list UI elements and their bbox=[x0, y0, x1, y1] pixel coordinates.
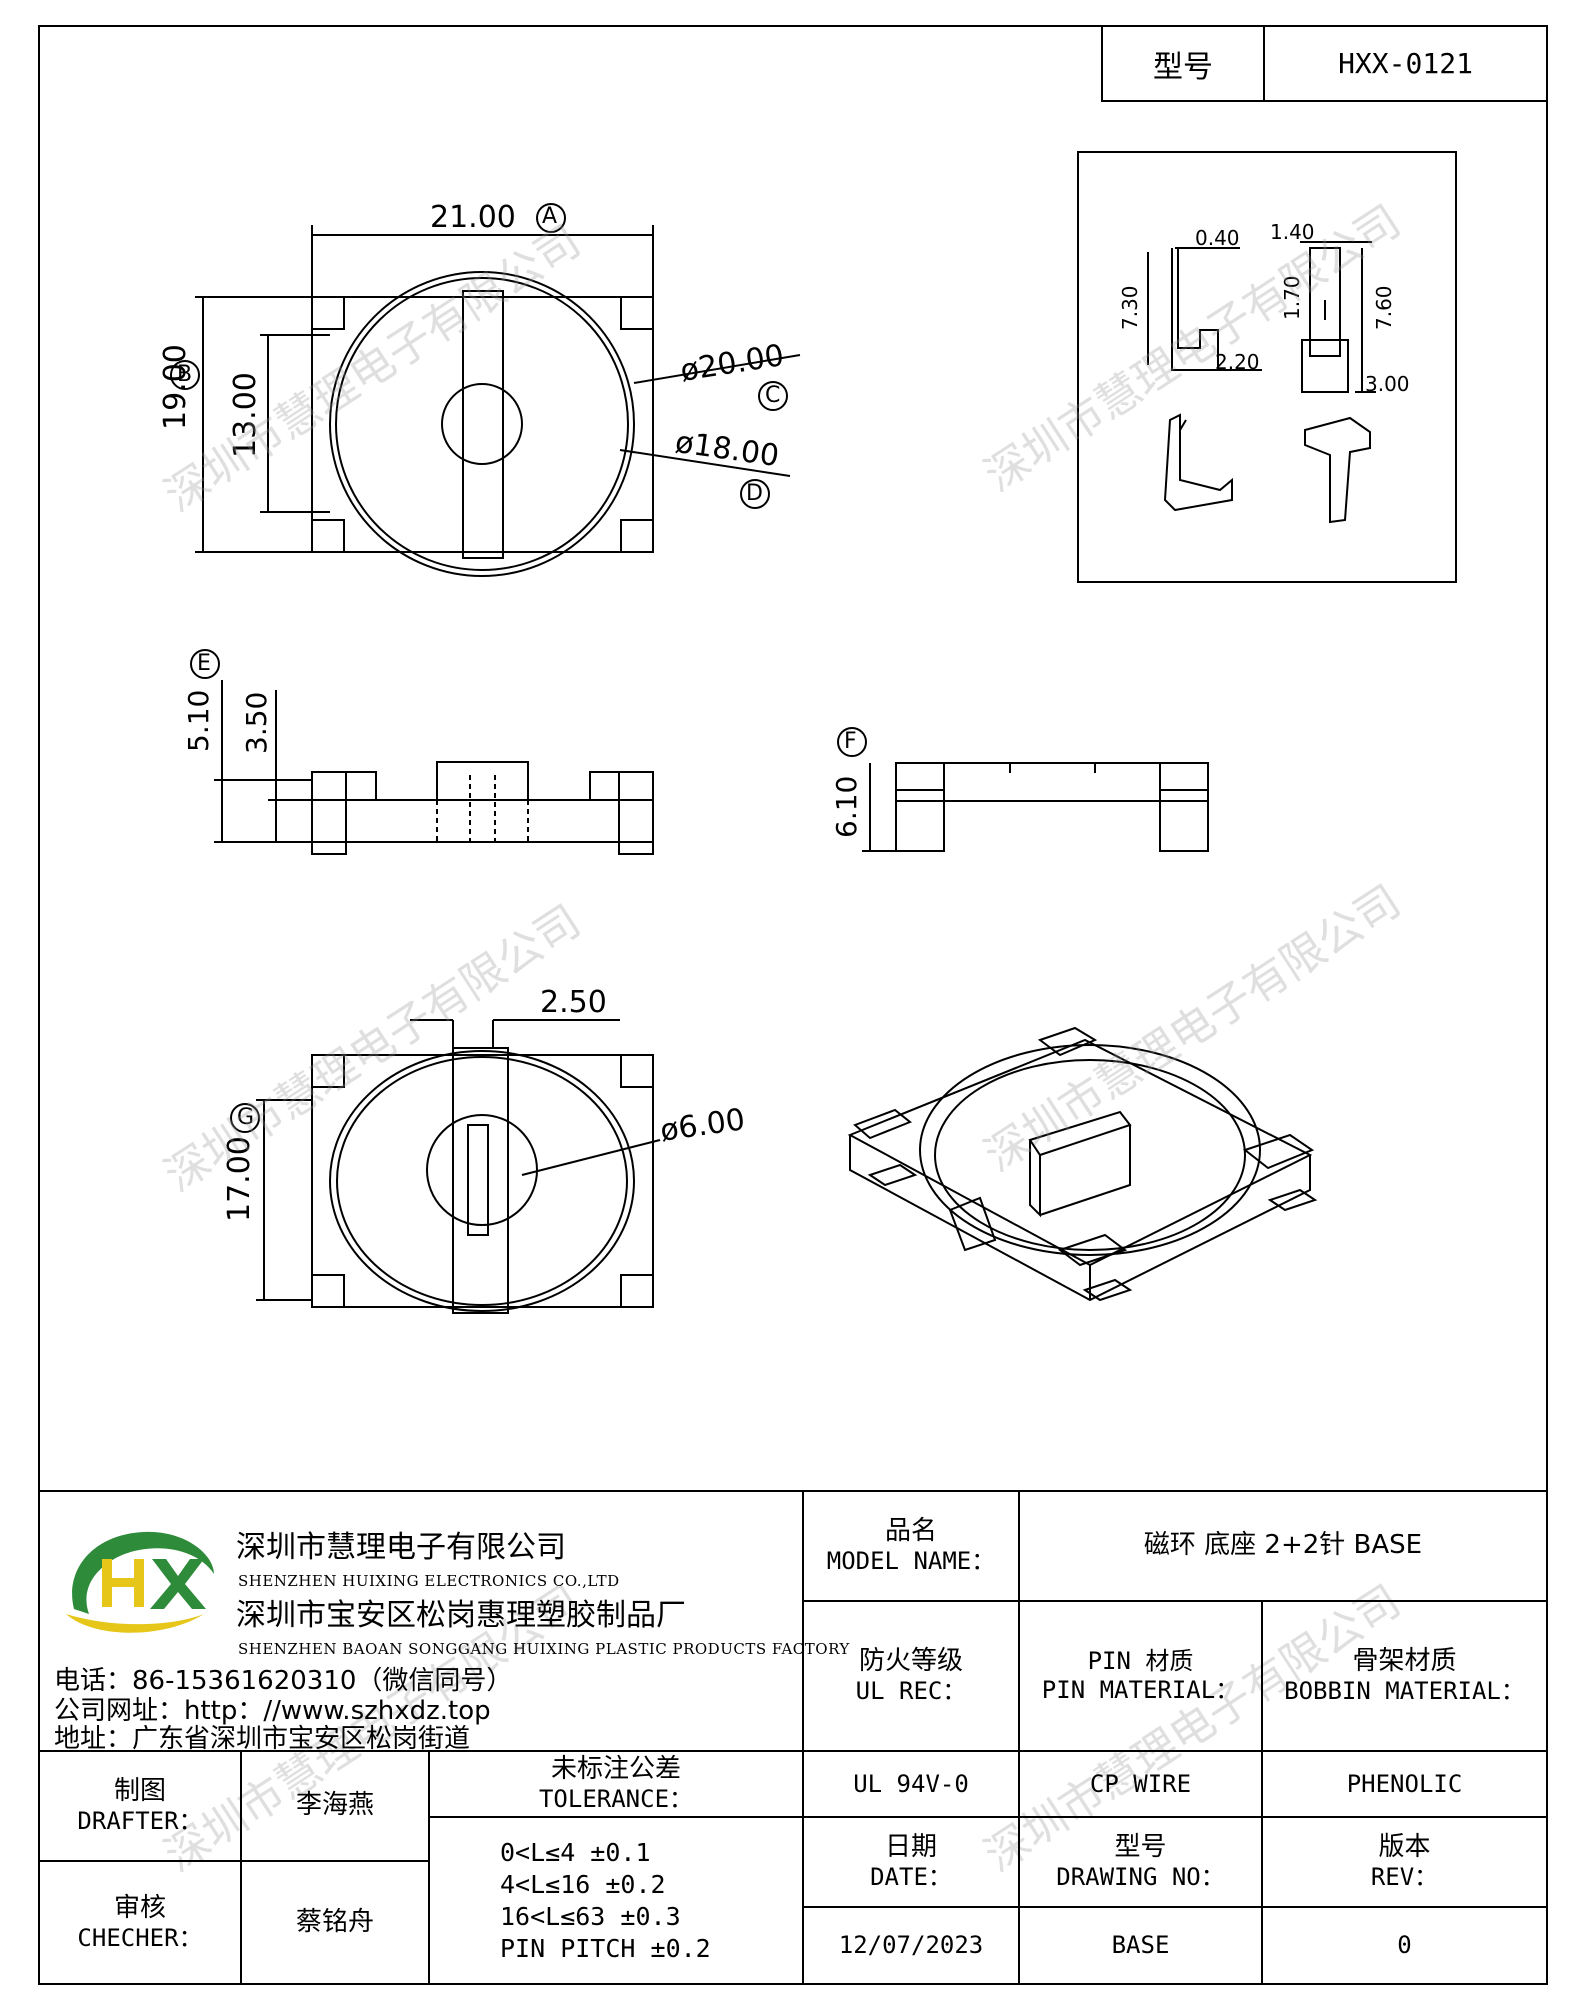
model-name-label-cell: 品名 MODEL NAME： bbox=[802, 1490, 1020, 1602]
label-g: G bbox=[237, 1105, 255, 1130]
model-name-label-en: MODEL NAME： bbox=[826, 1547, 996, 1576]
label-c: C bbox=[765, 383, 781, 408]
drawing-no-label-en: DRAWING NO： bbox=[1056, 1863, 1225, 1892]
checker-label-en: CHECHER： bbox=[77, 1923, 203, 1952]
drafter-name: 李海燕 bbox=[295, 1790, 374, 1821]
date-value: 12/07/2023 bbox=[838, 1931, 984, 1960]
side-view bbox=[837, 727, 1209, 852]
drafter-label-cn: 制图 bbox=[113, 1776, 166, 1806]
bobbin-material-label-en: BOBBIN MATERIAL： bbox=[1284, 1677, 1525, 1706]
checker-name: 蔡铭舟 bbox=[295, 1906, 374, 1937]
pin-dim-040: 0.40 bbox=[1195, 226, 1240, 250]
front-view bbox=[190, 649, 654, 855]
model-number-box: 型号 HXX-0121 bbox=[1101, 25, 1548, 102]
model-name-value: 磁环 底座 2+2针 BASE bbox=[1143, 1530, 1423, 1561]
ul-label-cell: 防火等级 UL REC： bbox=[802, 1600, 1020, 1752]
tolerance-row: PIN PITCH ±0.2 bbox=[500, 1933, 711, 1963]
tolerance-row: 0<L≤4 ±0.1 bbox=[500, 1837, 651, 1867]
model-name-label-cn: 品名 bbox=[884, 1516, 937, 1546]
checker-label-cell: 审核 CHECHER： bbox=[38, 1860, 242, 1985]
tolerance-table: 0<L≤4 ±0.1 4<L≤16 ±0.2 16<L≤63 ±0.3 PIN … bbox=[428, 1816, 804, 1985]
isometric-view bbox=[847, 1026, 1318, 1302]
label-e: E bbox=[197, 651, 211, 676]
drawing-no-label-cn: 型号 bbox=[1114, 1832, 1167, 1862]
ul-value: UL 94V-0 bbox=[853, 1769, 969, 1798]
dim-side-350: 3.50 bbox=[240, 691, 273, 754]
pin-dim-730: 7.30 bbox=[1118, 285, 1142, 330]
dim-side-510: 5.10 bbox=[182, 689, 215, 752]
company-name-en: SHENZHEN HUIXING ELECTRONICS CO.,LTD bbox=[238, 1572, 620, 1590]
company-phone: 电话：86-15361620310（微信同号） bbox=[54, 1666, 513, 1696]
dim-height-b: 19.00 bbox=[158, 344, 193, 430]
tolerance-label-cell: 未标注公差 TOLERANCE： bbox=[428, 1750, 804, 1818]
pin-material-label-cell: PIN 材质 PIN MATERIAL： bbox=[1018, 1600, 1263, 1752]
label-b: B bbox=[177, 362, 193, 387]
model-value: HXX-0121 bbox=[1338, 47, 1473, 80]
tolerance-row: 16<L≤63 ±0.3 bbox=[500, 1901, 681, 1931]
title-block: 深圳市慧理电子有限公司 SHENZHEN HUIXING ELECTRONICS… bbox=[38, 1490, 1548, 1985]
rev-label-cell: 版本 REV： bbox=[1261, 1816, 1548, 1908]
tolerance-label-cn: 未标注公差 bbox=[550, 1754, 681, 1784]
drafter-name-cell: 李海燕 bbox=[240, 1750, 430, 1862]
bobbin-material-label-cell: 骨架材质 BOBBIN MATERIAL： bbox=[1261, 1600, 1548, 1752]
pin-dim-300: 3.00 bbox=[1365, 372, 1410, 396]
date-value-cell: 12/07/2023 bbox=[802, 1906, 1020, 1985]
label-f: F bbox=[844, 729, 857, 754]
company-info: 深圳市慧理电子有限公司 SHENZHEN HUIXING ELECTRONICS… bbox=[38, 1490, 849, 1754]
dim-top-250: 2.50 bbox=[540, 985, 607, 1020]
pin-detail bbox=[1077, 151, 1457, 583]
label-a: A bbox=[542, 204, 558, 229]
drawing-no-label-cell: 型号 DRAWING NO： bbox=[1018, 1816, 1263, 1908]
rev-label-cn: 版本 bbox=[1378, 1832, 1431, 1862]
company-logo bbox=[66, 1531, 214, 1633]
bottom-view bbox=[230, 1019, 661, 1314]
rev-value-cell: 0 bbox=[1261, 1906, 1548, 1985]
label-d: D bbox=[746, 481, 763, 506]
ul-value-cell: UL 94V-0 bbox=[802, 1750, 1020, 1818]
dim-width-a: 21.00 bbox=[430, 200, 516, 235]
model-name-value-cell: 磁环 底座 2+2针 BASE bbox=[1018, 1490, 1548, 1602]
ul-label-en: UL REC： bbox=[855, 1677, 967, 1706]
tolerance-row: 4<L≤16 ±0.2 bbox=[500, 1869, 666, 1899]
rev-label-en: REV： bbox=[1370, 1863, 1439, 1892]
factory-name-en: SHENZHEN BAOAN SONGGANG HUIXING PLASTIC … bbox=[238, 1640, 850, 1658]
ul-label-cn: 防火等级 bbox=[858, 1646, 963, 1676]
dim-side-610: 6.10 bbox=[830, 775, 863, 838]
pin-material-value-cell: CP WIRE bbox=[1018, 1750, 1263, 1818]
bobbin-material-value-cell: PHENOLIC bbox=[1261, 1750, 1548, 1818]
date-label-cn: 日期 bbox=[884, 1832, 937, 1862]
date-label-cell: 日期 DATE： bbox=[802, 1816, 1020, 1908]
drawing-no-value: BASE bbox=[1111, 1931, 1170, 1960]
pin-dim-760: 7.60 bbox=[1372, 285, 1396, 330]
pin-material-label-cn: PIN 材质 bbox=[1087, 1647, 1194, 1676]
pin-material-value: CP WIRE bbox=[1089, 1769, 1192, 1798]
bobbin-material-value: PHENOLIC bbox=[1346, 1769, 1463, 1798]
drafter-label-en: DRAFTER： bbox=[77, 1807, 203, 1836]
company-address: 地址：广东省深圳市宝安区松岗街道 bbox=[54, 1724, 471, 1754]
drawing-no-value-cell: BASE bbox=[1018, 1906, 1263, 1985]
model-label: 型号 bbox=[1103, 27, 1265, 100]
checker-label-cn: 审核 bbox=[113, 1892, 166, 1923]
checker-name-cell: 蔡铭舟 bbox=[240, 1860, 430, 1985]
bobbin-material-label-cn: 骨架材质 bbox=[1352, 1646, 1457, 1676]
pin-material-label-en: PIN MATERIAL： bbox=[1041, 1676, 1240, 1704]
company-website: 公司网址：http：//www.szhxdz.top bbox=[54, 1696, 491, 1726]
pin-dim-220: 2.20 bbox=[1215, 350, 1260, 374]
technical-drawing bbox=[170, 151, 1457, 1314]
pin-dim-140: 1.40 bbox=[1270, 220, 1315, 244]
rev-value: 0 bbox=[1397, 1931, 1412, 1960]
tolerance-label-en: TOLERANCE： bbox=[538, 1785, 694, 1814]
top-view bbox=[170, 203, 801, 577]
date-label-en: DATE： bbox=[870, 1863, 952, 1892]
company-name-cn: 深圳市慧理电子有限公司 bbox=[236, 1530, 566, 1565]
factory-name-cn: 深圳市宝安区松岗惠理塑胶制品厂 bbox=[236, 1598, 686, 1633]
drafter-label-cell: 制图 DRAFTER： bbox=[38, 1750, 242, 1862]
